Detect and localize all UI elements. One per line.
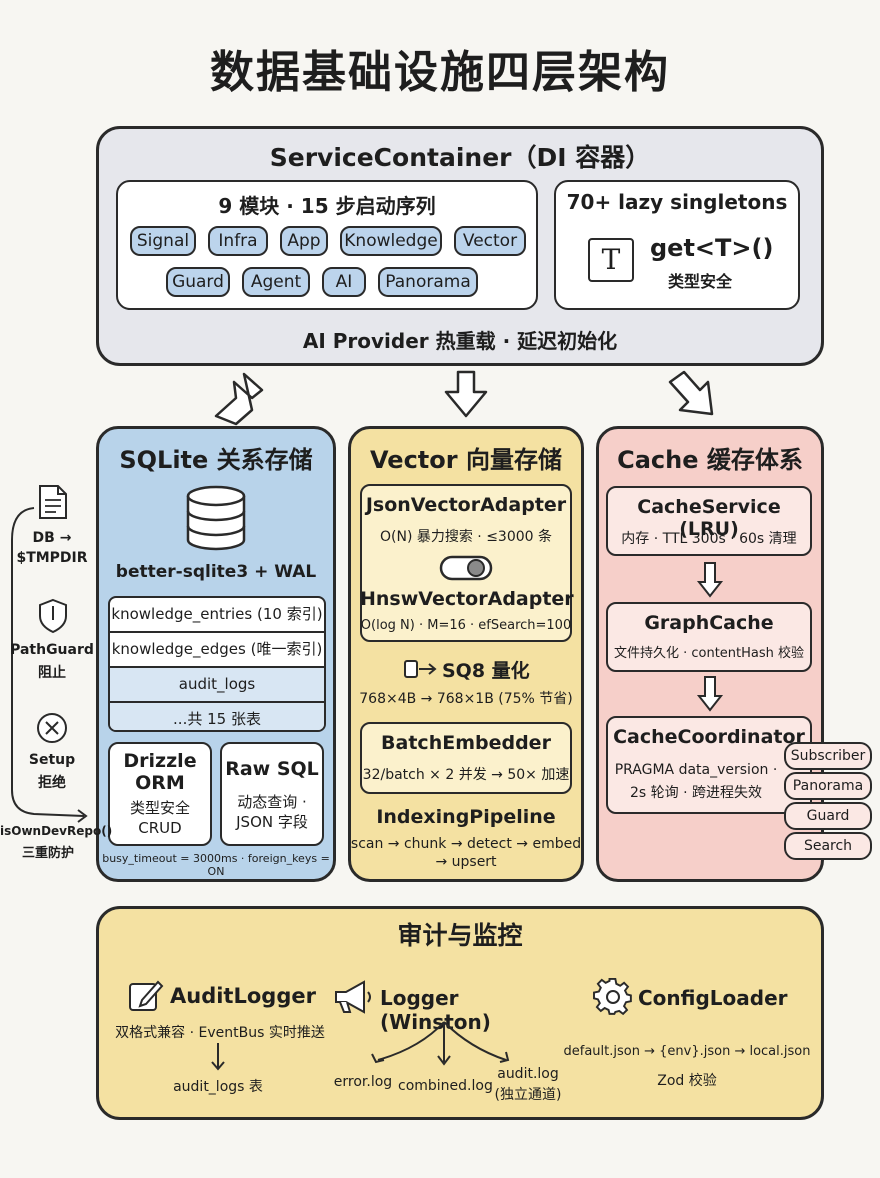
audit-monitoring-title: 审计与监控 bbox=[397, 921, 523, 950]
module-chip-app: App bbox=[280, 226, 328, 256]
drizzle-orm-box bbox=[108, 742, 212, 846]
cache-coordinator-title: CacheCoordinator bbox=[613, 726, 805, 748]
module-chip-signal: Signal bbox=[130, 226, 196, 256]
drizzle-orm-title: Drizzle ORM bbox=[123, 750, 197, 794]
hnsw-adapter-title: HnswVectorAdapter bbox=[360, 588, 574, 610]
graph-cache-box bbox=[606, 602, 812, 672]
indexing-pipeline-sub-2: → upsert bbox=[435, 854, 497, 870]
sq8-title: SQ8 量化 bbox=[442, 660, 530, 682]
sqlite-title: SQLite 关系存储 bbox=[119, 446, 313, 474]
arrow-to-vector-icon bbox=[444, 370, 488, 418]
sqlite-engine-label: better-sqlite3 + WAL bbox=[115, 562, 317, 582]
sqlite-footer: busy_timeout = 3000ms · foreign_keys = O… bbox=[102, 852, 330, 878]
batch-embedder-box bbox=[360, 722, 572, 794]
edit-pencil-icon bbox=[129, 980, 164, 1011]
audit-monitoring-panel bbox=[96, 906, 824, 1120]
module-chip-ai: AI bbox=[322, 267, 366, 297]
cache-service-title: CacheService (LRU) bbox=[637, 496, 781, 540]
modules-title: 9 模块 · 15 步启动序列 bbox=[218, 194, 436, 218]
indexing-pipeline-sub-1: scan → chunk → detect → embed bbox=[350, 836, 582, 852]
cache-service-sub: 内存 · TTL 300s · 60s 清理 bbox=[621, 531, 797, 547]
module-chip-panorama: Panorama bbox=[378, 267, 478, 297]
raw-sql-title: Raw SQL bbox=[225, 758, 319, 780]
down-arrow-icon bbox=[696, 562, 724, 598]
triple-protection-label: 三重防护 bbox=[21, 846, 74, 861]
json-adapter-sub: O(N) 暴力搜索 · ≤3000 条 bbox=[379, 529, 553, 545]
container-footer: AI Provider 热重载 · 延迟初始化 bbox=[302, 329, 618, 353]
megaphone-icon bbox=[335, 980, 371, 1014]
down-arrow-icon bbox=[696, 676, 724, 712]
arrow-to-sqlite-icon bbox=[214, 372, 264, 426]
subscriber-search-tag: Search bbox=[784, 832, 872, 860]
config-chain-label: default.json → {env}.json → local.json bbox=[563, 1044, 811, 1059]
cache-service-box bbox=[606, 486, 812, 556]
module-chip-vector: Vector bbox=[454, 226, 526, 256]
quantize-arrow-icon bbox=[404, 660, 437, 678]
pathguard-label-2: 阻止 bbox=[38, 665, 66, 681]
table-row-knowledge-edges: knowledge_edges (唯一索引) bbox=[110, 631, 324, 666]
cache-title: Cache 缓存体系 bbox=[617, 446, 803, 474]
db-tmpdir-label-2: $TMPDIR bbox=[16, 550, 88, 566]
json-adapter-title: JsonVectorAdapter bbox=[365, 494, 567, 516]
table-row-more-tables: ...共 15 张表 bbox=[110, 701, 324, 730]
cache-coordinator-sub-1: PRAGMA data_version · bbox=[614, 762, 778, 778]
batch-embedder-title: BatchEmbedder bbox=[381, 732, 551, 754]
error-log-label: error.log bbox=[333, 1074, 393, 1090]
is-own-dev-repo-label: isOwnDevRepo() bbox=[0, 824, 113, 838]
audit-logger-sub: 双格式兼容 · EventBus 实时推送 bbox=[115, 1025, 325, 1041]
subscriber-guard-tag: Guard bbox=[784, 802, 872, 830]
db-tmpdir-label-1: DB → bbox=[32, 530, 72, 546]
setup-label-1: Setup bbox=[28, 752, 76, 768]
singletons-title: 70+ lazy singletons bbox=[566, 190, 788, 214]
document-icon bbox=[39, 485, 67, 519]
config-loader-title: ConfigLoader bbox=[638, 986, 788, 1010]
sq8-sub: 768×4B → 768×1B (75% 节省) bbox=[359, 691, 573, 707]
toggle-switch-icon bbox=[439, 555, 493, 581]
pathguard-label-1: PathGuard bbox=[10, 642, 94, 658]
combined-log-label: combined.log bbox=[398, 1078, 493, 1094]
raw-sql-box bbox=[220, 742, 324, 846]
page-title: 数据基础设施四层架构 bbox=[210, 47, 670, 98]
down-line-arrow-icon bbox=[211, 1043, 225, 1071]
hnsw-adapter-sub: O(log N) · M=16 · efSearch=100 bbox=[360, 618, 572, 633]
database-icon bbox=[186, 485, 246, 551]
logger-branch-arrows bbox=[371, 1021, 510, 1066]
get-type-safe-label: 类型安全 bbox=[667, 272, 732, 291]
logger-winston-title: Logger (Winston) bbox=[380, 986, 491, 1034]
sqlite-tables-list: knowledge_entries (10 索引) knowledge_edge… bbox=[108, 596, 326, 732]
module-chip-agent: Agent bbox=[242, 267, 310, 297]
zod-validation-label: Zod 校验 bbox=[657, 1073, 717, 1089]
arrow-to-cache-icon bbox=[668, 370, 714, 416]
service-container-title: ServiceContainer（DI 容器） bbox=[269, 143, 651, 172]
audit-log-label-1: audit.log bbox=[497, 1066, 559, 1082]
raw-sql-sub: 动态查询 · JSON 字段 bbox=[236, 793, 308, 831]
batch-embedder-sub: 32/batch × 2 并发 → 50× 加速 bbox=[362, 767, 570, 783]
drizzle-orm-sub: 类型安全 CRUD bbox=[129, 799, 190, 837]
get-generic-label: get<T>() bbox=[650, 234, 774, 262]
reject-x-icon bbox=[37, 713, 67, 743]
type-t-icon: T bbox=[588, 238, 634, 282]
graph-cache-title: GraphCache bbox=[644, 612, 774, 634]
module-chip-infra: Infra bbox=[208, 226, 268, 256]
shield-icon bbox=[39, 598, 67, 634]
subscriber-tag: Subscriber bbox=[784, 742, 872, 770]
subscriber-panorama-tag: Panorama bbox=[784, 772, 872, 800]
setup-label-2: 拒绝 bbox=[38, 775, 66, 791]
module-chip-guard: Guard bbox=[166, 267, 230, 297]
gear-icon bbox=[593, 977, 632, 1016]
table-row-knowledge-entries: knowledge_entries (10 索引) bbox=[111, 605, 323, 623]
audit-logger-title: AuditLogger bbox=[170, 984, 316, 1008]
cache-coordinator-box bbox=[606, 716, 812, 814]
vector-title: Vector 向量存储 bbox=[370, 446, 562, 474]
audit-logs-table-label: audit_logs 表 bbox=[173, 1079, 263, 1095]
indexing-pipeline-title: IndexingPipeline bbox=[376, 806, 556, 828]
graph-cache-sub: 文件持久化 · contentHash 校验 bbox=[613, 646, 805, 661]
audit-log-label-2: (独立通道) bbox=[494, 1087, 562, 1103]
cache-coordinator-sub-2: 2s 轮询 · 跨进程失效 bbox=[629, 785, 762, 801]
module-chip-knowledge: Knowledge bbox=[340, 226, 442, 256]
table-row-audit-logs: audit_logs bbox=[110, 666, 324, 701]
